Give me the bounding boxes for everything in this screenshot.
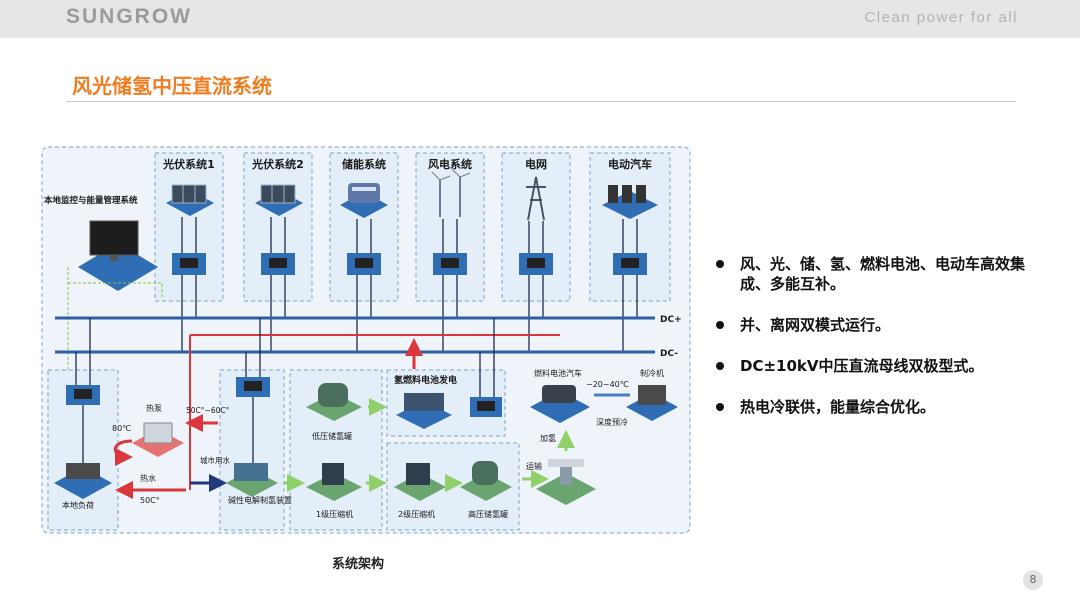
converter-row <box>172 253 647 275</box>
bullet-dot-icon <box>716 403 724 411</box>
heat-loop-arrow <box>113 439 133 466</box>
temp-80-label: 80℃ <box>112 424 131 433</box>
bullet-list: 风、光、储、氢、燃料电池、电动车高效集成、多能互补。 并、离网双模式运行。 DC… <box>716 254 1046 438</box>
bullet-dot-icon <box>716 260 724 268</box>
bullet-item: 风、光、储、氢、燃料电池、电动车高效集成、多能互补。 <box>716 254 1046 294</box>
unit-box-pv1 <box>154 152 224 302</box>
city-water-label: 城市用水 <box>200 455 230 465</box>
bullet-text: DC±10kV中压直流母线双极型式。 <box>740 357 984 375</box>
bullet-text: 风、光、储、氢、燃料电池、电动车高效集成、多能互补。 <box>740 255 1026 293</box>
fuel-cell-label: 氢燃料电池发电 <box>394 374 457 386</box>
unit-label-pv1: 光伏系统1 <box>162 157 215 171</box>
monitor-icon <box>78 220 158 291</box>
top-unit-boxes <box>154 152 671 302</box>
fuel-cell-icon <box>396 393 452 429</box>
power-tower-icon <box>526 176 546 221</box>
local-load-icon <box>54 463 112 499</box>
unit-label-storage: 储能系统 <box>342 157 386 171</box>
top-bar: SUNGROW Clean power for all <box>0 0 1080 38</box>
compressor1-label: 1级压缩机 <box>316 509 353 519</box>
electrolyzer-icon <box>226 463 278 497</box>
company-logo: SUNGROW <box>66 5 192 28</box>
refrigerator-icon <box>626 385 678 421</box>
high-pressure-tank-icon <box>460 461 512 501</box>
hydrogen-station-icon <box>536 459 596 505</box>
hydrogenation-label: 加氢 <box>540 433 556 443</box>
compressor1-icon <box>306 463 362 501</box>
unit-box-pv2 <box>243 152 313 302</box>
unit-label-wind: 风电系统 <box>428 157 472 171</box>
bullet-text: 并、离网双模式运行。 <box>740 316 891 334</box>
bottom-converters <box>66 377 502 417</box>
high-tank-label: 高压储氢罐 <box>468 509 508 519</box>
bullet-item: DC±10kV中压直流母线双极型式。 <box>716 356 1046 376</box>
electrolyzer-label: 碱性电解制氢装置 <box>228 495 292 505</box>
deep-precool-label: 深度预冷 <box>596 417 628 427</box>
low-tank-label: 低压储氢罐 <box>312 431 352 441</box>
unit-box-grid <box>501 152 571 302</box>
top-vertical-links <box>181 217 638 352</box>
bullet-item: 热电冷联供，能量综合优化。 <box>716 397 1046 417</box>
diagram-caption: 系统架构 <box>332 557 385 572</box>
compressor2-label: 2级压缩机 <box>398 509 435 519</box>
monitor-label: 本地监控与能量管理系统 <box>44 195 138 206</box>
fuel-car-label: 燃料电池汽车 <box>534 368 582 378</box>
ev-charger-icon <box>602 185 658 219</box>
temp-50-label: 50C° <box>140 496 160 505</box>
bullet-text: 热电冷联供，能量综合优化。 <box>740 398 936 416</box>
battery-storage-icon <box>340 183 388 218</box>
slogan: Clean power for all <box>864 9 1018 26</box>
unit-box-ev <box>589 152 671 302</box>
system-architecture-diagram: 光伏系统1 光伏系统2 储能系统 风电系统 电网 电动汽车 <box>41 146 691 534</box>
unit-box-storage <box>329 152 399 302</box>
unit-label-ev: 电动汽车 <box>608 157 652 171</box>
compressor2-icon <box>394 463 446 501</box>
temp-range-label: −20~40℃ <box>586 380 629 389</box>
unit-box-wind <box>415 152 485 302</box>
dc-minus-label: DC- <box>660 349 678 359</box>
unit-label-grid: 电网 <box>525 157 547 171</box>
control-link <box>68 282 163 297</box>
refrigerator-label: 制冷机 <box>640 368 664 378</box>
bullet-dot-icon <box>716 362 724 370</box>
heat-pump-icon <box>132 422 184 457</box>
bullet-dot-icon <box>716 321 724 329</box>
wind-turbine-icon <box>431 168 471 217</box>
solar-panel-icon <box>255 184 303 216</box>
hot-water-label: 热水 <box>140 473 156 483</box>
local-load-label: 本地负荷 <box>62 500 94 510</box>
temp-50-60-label: 50C°~60C° <box>186 406 230 415</box>
low-pressure-tank-icon <box>306 383 362 421</box>
title-divider <box>66 101 1016 102</box>
fuel-cell-car-icon <box>530 385 590 423</box>
heat-pump-label: 热泵 <box>146 403 162 413</box>
slide-title: 风光储氢中压直流系统 <box>72 74 272 98</box>
unit-label-pv2: 光伏系统2 <box>251 157 304 171</box>
page-number: 8 <box>1023 570 1043 590</box>
dc-plus-label: DC+ <box>660 315 682 325</box>
transport-label: 运输 <box>526 461 542 471</box>
bullet-item: 并、离网双模式运行。 <box>716 315 1046 335</box>
solar-panel-icon <box>166 184 214 216</box>
